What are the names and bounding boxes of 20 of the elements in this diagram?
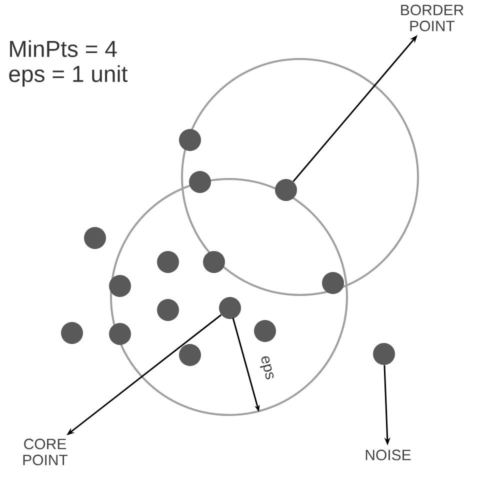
point-label: CORE POINT (23, 438, 68, 466)
data-point (109, 275, 131, 297)
data-point (84, 227, 106, 249)
data-point (179, 344, 201, 366)
data-point (109, 323, 131, 345)
data-point (373, 343, 395, 365)
dimension-label: eps (260, 356, 274, 380)
data-point (254, 320, 276, 342)
point-label: NOISE (366, 450, 411, 460)
data-point (203, 251, 225, 273)
data-point (322, 272, 344, 294)
point-label: BORDER POINT (401, 4, 464, 32)
parameter-text: MinPts = 4 eps = 1 unit (9, 40, 128, 87)
data-point (179, 129, 201, 151)
data-point (157, 299, 179, 321)
data-point (61, 322, 83, 344)
data-point (157, 251, 179, 273)
data-point (275, 179, 297, 201)
data-point (219, 297, 241, 319)
data-point (189, 171, 211, 193)
